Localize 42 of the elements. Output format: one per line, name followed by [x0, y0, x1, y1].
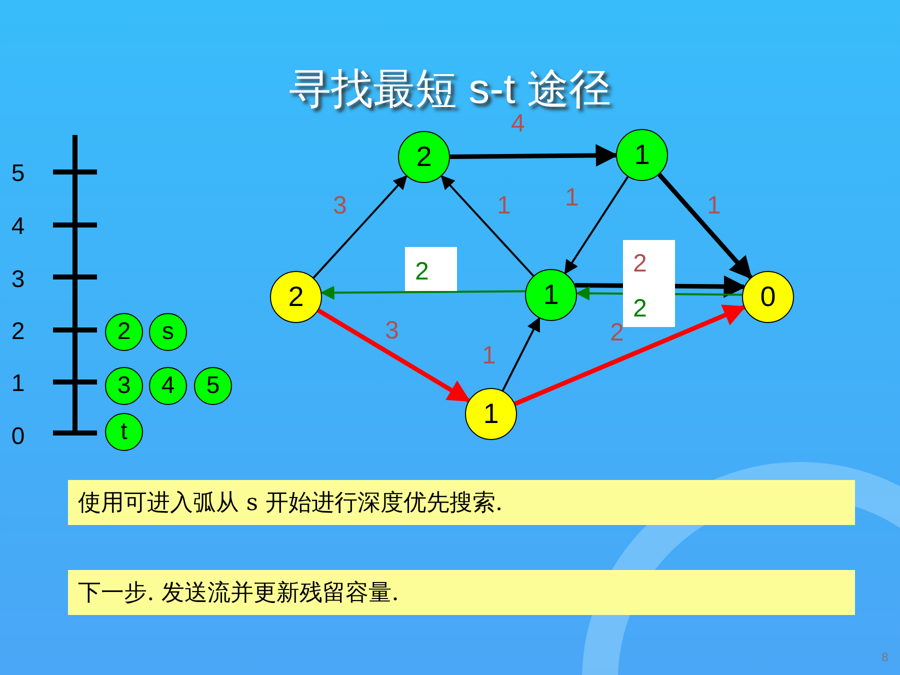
scale-number: 0 — [11, 425, 25, 449]
edge-label: 1 — [707, 194, 721, 218]
edge-label: 2 — [610, 320, 624, 346]
node-circle: 1 — [465, 388, 517, 440]
scale-number: 5 — [11, 162, 25, 186]
scale-number: 1 — [11, 372, 25, 396]
instruction-band: 使用可进入弧从 s 开始进行深度优先搜索. — [68, 480, 855, 525]
level-circle: 2 — [105, 313, 143, 351]
edge-label: 3 — [385, 318, 399, 344]
edge-label: 1 — [565, 186, 579, 210]
arrow — [450, 144, 618, 167]
scale-number: 3 — [11, 268, 25, 292]
edge-label: 3 — [333, 194, 347, 218]
node-circle: 1 — [616, 129, 668, 181]
edge-label: 2 — [633, 296, 647, 322]
arrow — [317, 308, 471, 403]
instruction-band: 下一步. 发送流并更新残留容量. — [68, 570, 855, 615]
arrow — [320, 286, 526, 300]
page-number: 8 — [882, 651, 888, 663]
level-circle: t — [105, 413, 143, 451]
slide-title: 寻找最短 s-t 途径 — [289, 64, 611, 114]
arrow — [658, 172, 752, 280]
edge-label: 1 — [482, 344, 496, 368]
node-circle: 1 — [525, 269, 577, 321]
edge-label: 1 — [497, 194, 511, 218]
node-circle: 0 — [742, 271, 794, 323]
level-circle: 4 — [149, 367, 187, 405]
level-circle: 3 — [105, 367, 143, 405]
level-circle: 5 — [194, 367, 232, 405]
arrow — [502, 316, 540, 392]
level-circle: s — [149, 313, 187, 351]
arrow — [514, 304, 746, 406]
edge-label: 2 — [633, 252, 647, 276]
scale-number: 4 — [11, 215, 25, 239]
scale-number: 2 — [11, 320, 25, 344]
arrow — [312, 175, 408, 278]
node-circle: 2 — [270, 271, 322, 323]
edge-label: 4 — [511, 112, 525, 136]
arrow — [440, 175, 534, 277]
edge-label: 2 — [415, 260, 429, 284]
arrow — [564, 176, 629, 274]
node-circle: 2 — [398, 131, 450, 183]
